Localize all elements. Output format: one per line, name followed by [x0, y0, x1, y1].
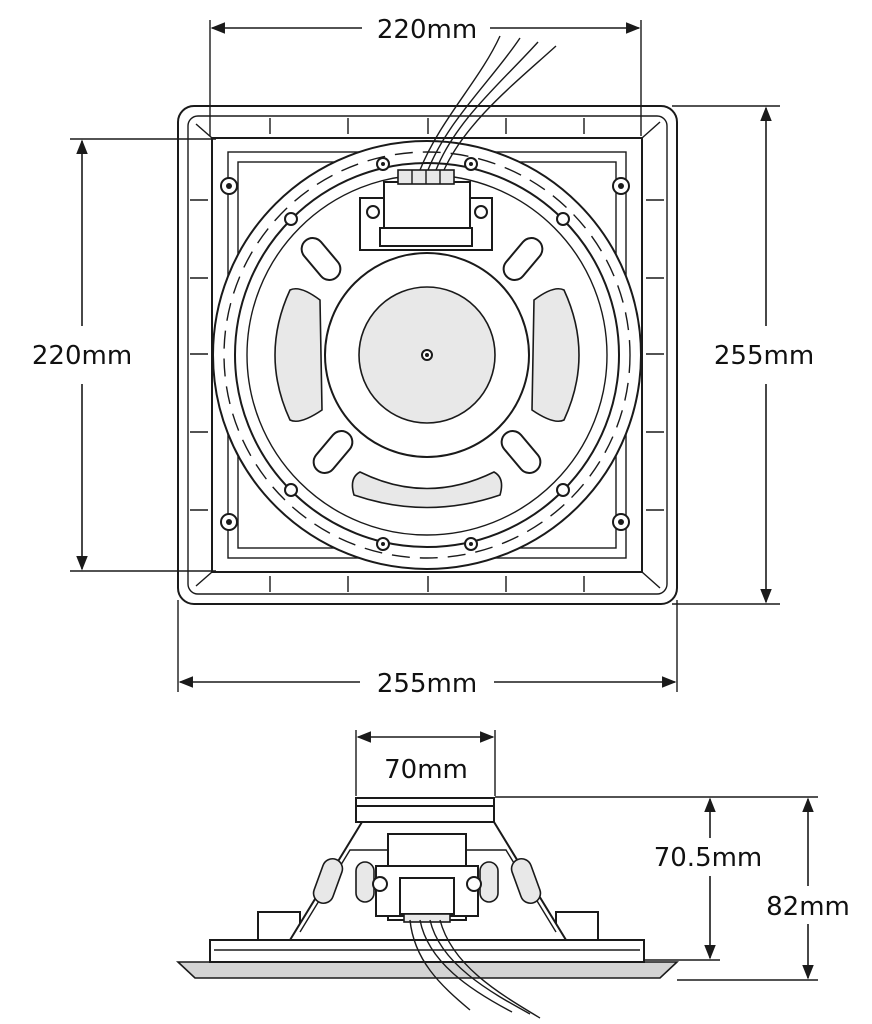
label-body-depth: 70.5mm: [654, 843, 763, 873]
corner-diagonals: [195, 121, 661, 589]
side-view: 70mm 70.5mm 82mm: [175, 730, 850, 1019]
frame-holes: [284, 157, 570, 551]
dim-top-220: [209, 20, 642, 136]
corner-screws: [220, 177, 630, 531]
grille-face: [175, 961, 680, 979]
magnet-side: [355, 797, 495, 823]
label-width-outer: 255mm: [377, 669, 477, 699]
label-total-depth: 82mm: [766, 892, 850, 922]
dim-bottom-255: [177, 600, 678, 692]
dim-depth-82: [677, 796, 818, 981]
inner-bezel-edge: [187, 115, 668, 595]
label-magnet-width: 70mm: [384, 755, 468, 785]
dim-magnet-70: [355, 730, 496, 796]
terminal-block: [359, 169, 493, 251]
slot-holes: [300, 237, 544, 474]
baffle-ring: [209, 939, 645, 963]
label-height-inner: 220mm: [32, 341, 132, 371]
ribs-right: [646, 199, 664, 511]
basket-windows: [274, 287, 580, 509]
dim-left-220: [70, 138, 216, 572]
label-height-outer: 255mm: [714, 341, 814, 371]
ribs-bottom: [269, 576, 585, 592]
label-width-inner: 220mm: [377, 15, 477, 45]
ribs-top: [269, 118, 585, 134]
top-view: 220mm 220mm 255mm 255mm: [32, 15, 814, 699]
dim-depth-70-5: [495, 796, 720, 961]
lead-wires: [419, 35, 557, 171]
speaker-rim-inner: [234, 162, 620, 548]
dim-right-255: [672, 105, 780, 605]
speaker-rim-gasket: [223, 151, 631, 559]
outer-bezel: [177, 105, 678, 605]
terminal-block-side: [372, 833, 482, 923]
lead-wires-side: [409, 919, 541, 1019]
ribs-left: [190, 199, 208, 511]
